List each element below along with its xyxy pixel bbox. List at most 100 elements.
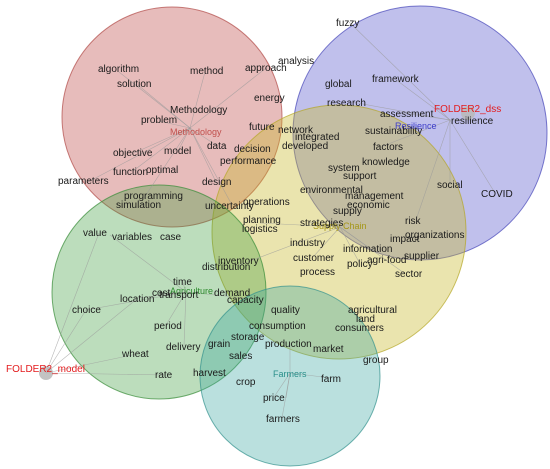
term-label: optimal	[146, 165, 178, 176]
term-label: choice	[72, 305, 101, 316]
term-label: group	[363, 355, 389, 366]
term-label: framework	[372, 74, 420, 85]
term-label: developed	[282, 141, 328, 152]
term-labels: fuzzy analysis algorithm method approach…	[58, 18, 513, 425]
term-label: process	[300, 267, 335, 278]
resilience-cluster-circle	[292, 5, 548, 261]
term-label: parameters	[58, 176, 109, 187]
term-label: risk	[405, 216, 422, 227]
term-label: decision	[234, 144, 271, 155]
term-label: land	[356, 314, 375, 325]
term-label: analysis	[278, 56, 314, 67]
term-label: objective	[113, 148, 153, 159]
term-label: design	[202, 177, 231, 188]
term-label: variables	[112, 232, 152, 243]
term-label: wheat	[121, 349, 149, 360]
term-label: problem	[141, 115, 177, 126]
term-label: information	[343, 244, 392, 255]
cluster-label-supply-chain: Supply Chain	[313, 221, 367, 231]
term-label: operations	[243, 197, 290, 208]
folder-node-model[interactable]	[39, 366, 53, 380]
term-label: quality	[271, 305, 300, 316]
term-label: impact	[390, 234, 420, 245]
term-label: approach	[245, 63, 287, 74]
term-label: COVID	[481, 189, 513, 200]
term-label: future	[249, 122, 275, 133]
term-label: system	[328, 163, 360, 174]
term-label: factors	[373, 142, 403, 153]
term-label: harvest	[193, 368, 226, 379]
term-label: data	[207, 141, 227, 152]
term-label: demand	[214, 288, 250, 299]
term-label: algorithm	[98, 64, 139, 75]
term-label: cost	[152, 288, 171, 299]
folder-label-model[interactable]: FOLDER2_model	[6, 364, 85, 375]
term-label: storage	[231, 332, 265, 343]
term-label: delivery	[166, 342, 200, 353]
term-label: price	[263, 393, 285, 404]
term-label: logistics	[242, 224, 278, 235]
cluster-label-resilience: Resilience	[395, 121, 437, 131]
term-label: inventory	[218, 256, 259, 267]
term-label: integrated	[295, 132, 339, 143]
term-label: organizations	[405, 230, 464, 241]
term-label: planning	[243, 215, 281, 226]
term-label: location	[120, 294, 154, 305]
term-label: customer	[293, 253, 335, 264]
term-label: support	[343, 171, 377, 182]
term-label: performance	[220, 156, 277, 167]
term-label: capacity	[227, 295, 264, 306]
term-label: policy	[347, 259, 373, 270]
term-label: period	[154, 321, 182, 332]
term-label: transport	[159, 290, 199, 301]
cluster-label-methodology: Methodology	[170, 127, 222, 137]
term-label: simulation	[116, 200, 161, 211]
term-label: crop	[236, 377, 256, 388]
term-label: network	[278, 125, 314, 136]
term-label: consumption	[249, 321, 306, 332]
term-label: research	[327, 98, 366, 109]
term-label: programming	[124, 191, 183, 202]
term-label: management	[345, 191, 404, 202]
edge-layer	[45, 21, 496, 419]
cluster-label-farmers: Farmers	[273, 369, 307, 379]
supply-chain-cluster-circle	[211, 104, 467, 360]
term-label: value	[83, 228, 107, 239]
term-label: supply	[333, 206, 362, 217]
term-label: consumers	[335, 323, 384, 334]
term-label: global	[325, 79, 352, 90]
term-label: assessment	[380, 109, 434, 120]
term-label: sector	[395, 269, 423, 280]
term-label: sustainability	[365, 126, 422, 137]
agriculture-cluster-circle	[51, 184, 267, 400]
term-label: model	[164, 146, 191, 157]
term-label: knowledge	[362, 157, 410, 168]
term-label: agri-food	[367, 255, 406, 266]
term-label: fuzzy	[336, 18, 359, 29]
term-label: market	[313, 344, 344, 355]
term-label: rate	[155, 370, 173, 381]
term-label: agricultural	[348, 305, 397, 316]
term-label: time	[173, 277, 192, 288]
term-label: farmers	[266, 414, 300, 425]
term-label: resilience	[451, 116, 494, 127]
cluster-label-agriculture: Agriculture	[170, 286, 213, 296]
term-label: production	[265, 339, 312, 350]
term-label: supplier	[404, 251, 440, 262]
term-label: distribution	[202, 262, 250, 273]
term-label: Methodology	[170, 105, 227, 116]
folder-node-dss[interactable]	[461, 106, 475, 120]
term-label: solution	[117, 79, 151, 90]
term-label: uncertainty	[205, 201, 254, 212]
term-label: case	[160, 232, 182, 243]
term-label: grain	[208, 339, 230, 350]
farmers-cluster-circle	[199, 285, 381, 467]
term-label: function	[113, 167, 148, 178]
folder-label-dss[interactable]: FOLDER2_dss	[434, 104, 501, 115]
term-label: energy	[254, 93, 285, 104]
term-label: industry	[290, 238, 325, 249]
term-label: economic	[347, 200, 390, 211]
term-label: farm	[321, 374, 341, 385]
term-label: social	[437, 180, 463, 191]
